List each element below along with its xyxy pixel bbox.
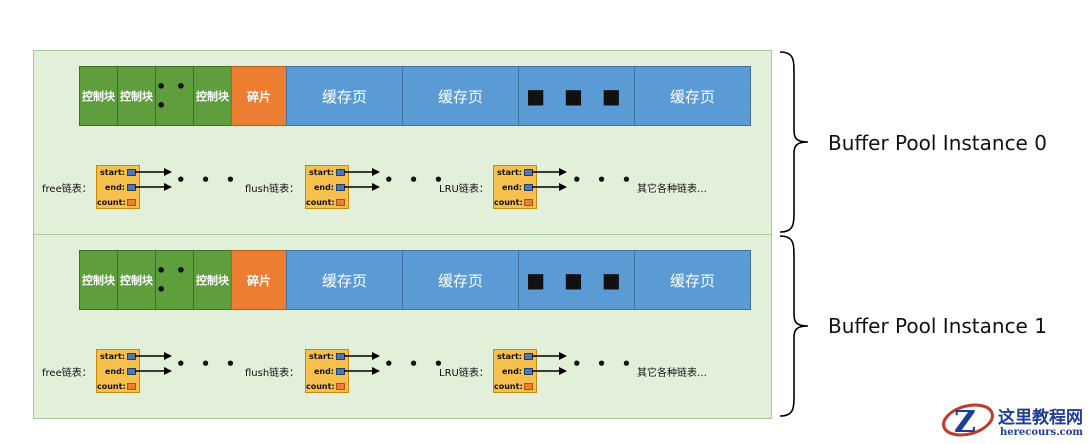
- count-value: [336, 199, 345, 206]
- fragment-block: 碎片: [231, 250, 287, 310]
- count-value: [524, 383, 533, 390]
- lru-list-label: LRU链表：: [439, 184, 489, 195]
- lru-list-arrows: [532, 168, 567, 191]
- lru-list-node: start: end: count:: [493, 349, 537, 393]
- cache-page: 缓存页: [634, 66, 751, 126]
- control-block: 控制块: [117, 66, 156, 126]
- free-list-node: start: end: count:: [96, 349, 140, 393]
- watermark-title: 这里教程网: [998, 408, 1083, 428]
- count-label: count:: [494, 198, 523, 207]
- lru-list-ellipsis: • • •: [572, 355, 637, 373]
- cache-page-ellipsis: ■ ■ ■: [518, 66, 635, 126]
- start-label: start:: [497, 168, 522, 177]
- instance-1-title: Buffer Pool Instance 1: [828, 314, 1047, 338]
- other-lists-label: 其它各种链表…: [637, 184, 707, 195]
- flush-list-arrows: [344, 168, 380, 191]
- count-label: count:: [306, 198, 335, 207]
- cache-page: 缓存页: [402, 66, 519, 126]
- instance-0-title: Buffer Pool Instance 0: [828, 131, 1047, 155]
- flush-list-label: flush链表：: [245, 184, 300, 195]
- other-lists-label: 其它各种链表…: [637, 368, 707, 379]
- block-row: 控制块 控制块 • • • 控制块 碎片 缓存页 缓存页 ■ ■ ■ 缓存页: [79, 250, 751, 310]
- flush-list-label: flush链表：: [245, 368, 300, 379]
- count-label: count:: [97, 382, 126, 391]
- flush-list-node: start: end: count:: [305, 349, 349, 393]
- flush-list-arrows: [344, 352, 380, 375]
- start-label: start:: [309, 352, 334, 361]
- end-label: end:: [104, 183, 125, 192]
- free-list-ellipsis: • • •: [176, 171, 241, 189]
- start-label: start:: [309, 168, 334, 177]
- end-label: end:: [313, 183, 334, 192]
- free-list-arrows: [135, 352, 172, 375]
- count-label: count:: [97, 198, 126, 207]
- watermark-logo-icon: Z: [942, 403, 994, 440]
- end-label: end:: [501, 183, 522, 192]
- start-label: start:: [497, 352, 522, 361]
- control-block: 控制块: [193, 250, 232, 310]
- count-value: [336, 383, 345, 390]
- control-block: 控制块: [79, 66, 118, 126]
- lru-list-arrows: [532, 352, 567, 375]
- free-list-node: start: end: count:: [96, 165, 140, 209]
- count-value: [127, 199, 136, 206]
- watermark-url: herecours.com: [1000, 427, 1084, 438]
- buffer-pool-instance-1: 控制块 控制块 • • • 控制块 碎片 缓存页 缓存页 ■ ■ ■ 缓存页 f…: [33, 234, 772, 419]
- brace-instance-0: [779, 51, 809, 233]
- end-label: end:: [501, 367, 522, 376]
- start-label: start:: [100, 352, 125, 361]
- count-label: count:: [494, 382, 523, 391]
- control-block: 控制块: [117, 250, 156, 310]
- control-block-ellipsis: • • •: [155, 66, 194, 126]
- control-block-ellipsis: • • •: [155, 250, 194, 310]
- cache-page: 缓存页: [286, 66, 403, 126]
- flush-list-ellipsis: • • •: [384, 171, 449, 189]
- flush-list-node: start: end: count:: [305, 165, 349, 209]
- cache-page: 缓存页: [286, 250, 403, 310]
- cache-page-ellipsis: ■ ■ ■: [518, 250, 635, 310]
- cache-page: 缓存页: [634, 250, 751, 310]
- free-list-label: free链表：: [42, 368, 92, 379]
- free-list-arrows: [135, 168, 172, 191]
- count-label: count:: [306, 382, 335, 391]
- block-row: 控制块 控制块 • • • 控制块 碎片 缓存页 缓存页 ■ ■ ■ 缓存页: [79, 66, 751, 126]
- lru-list-label: LRU链表：: [439, 368, 489, 379]
- start-label: start:: [100, 168, 125, 177]
- count-value: [127, 383, 136, 390]
- end-label: end:: [313, 367, 334, 376]
- fragment-block: 碎片: [231, 66, 287, 126]
- lru-list-node: start: end: count:: [493, 165, 537, 209]
- brace-instance-1: [779, 235, 809, 417]
- lru-list-ellipsis: • • •: [572, 171, 637, 189]
- free-list-ellipsis: • • •: [176, 355, 241, 373]
- count-value: [524, 199, 533, 206]
- svg-text:Z: Z: [954, 405, 976, 440]
- end-label: end:: [104, 367, 125, 376]
- flush-list-ellipsis: • • •: [384, 355, 449, 373]
- free-list-label: free链表：: [42, 184, 92, 195]
- buffer-pool-instance-0: 控制块 控制块 • • • 控制块 碎片 缓存页 缓存页 ■ ■ ■ 缓存页 f…: [33, 50, 772, 235]
